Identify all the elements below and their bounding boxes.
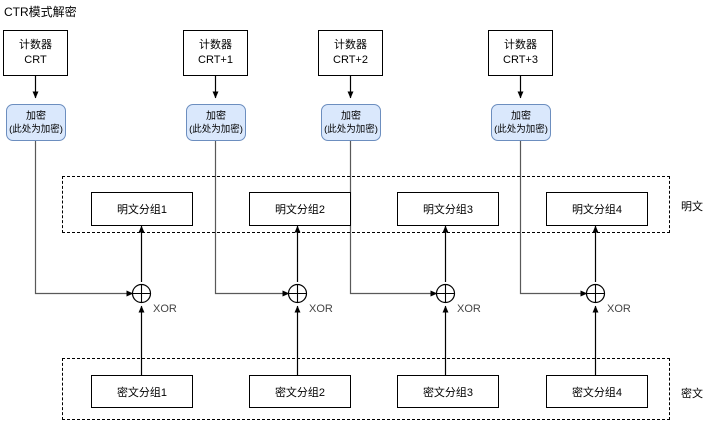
xor-label-3: XOR: [457, 303, 481, 315]
plaintext-box-3[interactable]: 明文分组3: [397, 192, 499, 226]
encrypt-box-1[interactable]: 加密 (此处为加密): [6, 104, 66, 141]
counter-box-2[interactable]: 计数器 CRT+1: [183, 30, 248, 76]
counter-to-encrypt-arrows: [32, 76, 524, 99]
counter-label-line2: CRT+2: [333, 54, 368, 66]
encrypt-label-line2: (此处为加密): [324, 123, 378, 135]
counter-label-line2: CRT+3: [503, 54, 538, 66]
encrypt-label-line1: 加密: [341, 110, 361, 122]
encrypt-label-line2: (此处为加密): [9, 123, 63, 135]
ciphertext-box-4[interactable]: 密文分组4: [546, 375, 648, 408]
counter-label-line1: 计数器: [199, 39, 232, 51]
encrypt-box-3[interactable]: 加密 (此处为加密): [321, 104, 381, 141]
encrypt-label-line2: (此处为加密): [189, 123, 243, 135]
xor-plus-glyphs: [132, 284, 605, 303]
ciphertext-box-2[interactable]: 密文分组2: [249, 375, 351, 408]
encrypt-to-xor-connectors: [34, 141, 588, 297]
ciphertext-group-label: 密文: [681, 388, 703, 400]
plaintext-box-1[interactable]: 明文分组1: [91, 192, 193, 226]
encrypt-label-line1: 加密: [511, 110, 531, 122]
ciphertext-group-frame: [62, 358, 670, 420]
counter-label-line1: 计数器: [19, 39, 52, 51]
ciphertext-box-3[interactable]: 密文分组3: [397, 375, 499, 408]
counter-label-line2: CRT: [24, 54, 47, 66]
encrypt-label-line1: 加密: [206, 110, 226, 122]
page-title: CTR模式解密: [4, 5, 77, 19]
plaintext-group-frame: [62, 176, 670, 233]
xor-to-plaintext-arrows: [138, 225, 599, 282]
plaintext-box-4[interactable]: 明文分组4: [546, 192, 648, 226]
encrypt-label-line1: 加密: [26, 110, 46, 122]
encrypt-box-2[interactable]: 加密 (此处为加密): [186, 104, 246, 141]
counter-box-3[interactable]: 计数器 CRT+2: [318, 30, 383, 76]
xor-label-2: XOR: [309, 303, 333, 315]
plaintext-box-2[interactable]: 明文分组2: [249, 192, 351, 226]
counter-box-1[interactable]: 计数器 CRT: [3, 30, 68, 76]
encrypt-box-4[interactable]: 加密 (此处为加密): [491, 104, 551, 141]
counter-label-line1: 计数器: [504, 39, 537, 51]
ciphertext-to-xor-arrows: [138, 305, 599, 375]
xor-label-4: XOR: [607, 303, 631, 315]
xor-label-1: XOR: [153, 303, 177, 315]
ciphertext-box-1[interactable]: 密文分组1: [91, 375, 193, 408]
counter-label-line1: 计数器: [334, 39, 367, 51]
counter-box-4[interactable]: 计数器 CRT+3: [488, 30, 553, 76]
plaintext-group-label: 明文: [681, 201, 703, 213]
counter-label-line2: CRT+1: [198, 54, 233, 66]
encrypt-label-line2: (此处为加密): [494, 123, 548, 135]
